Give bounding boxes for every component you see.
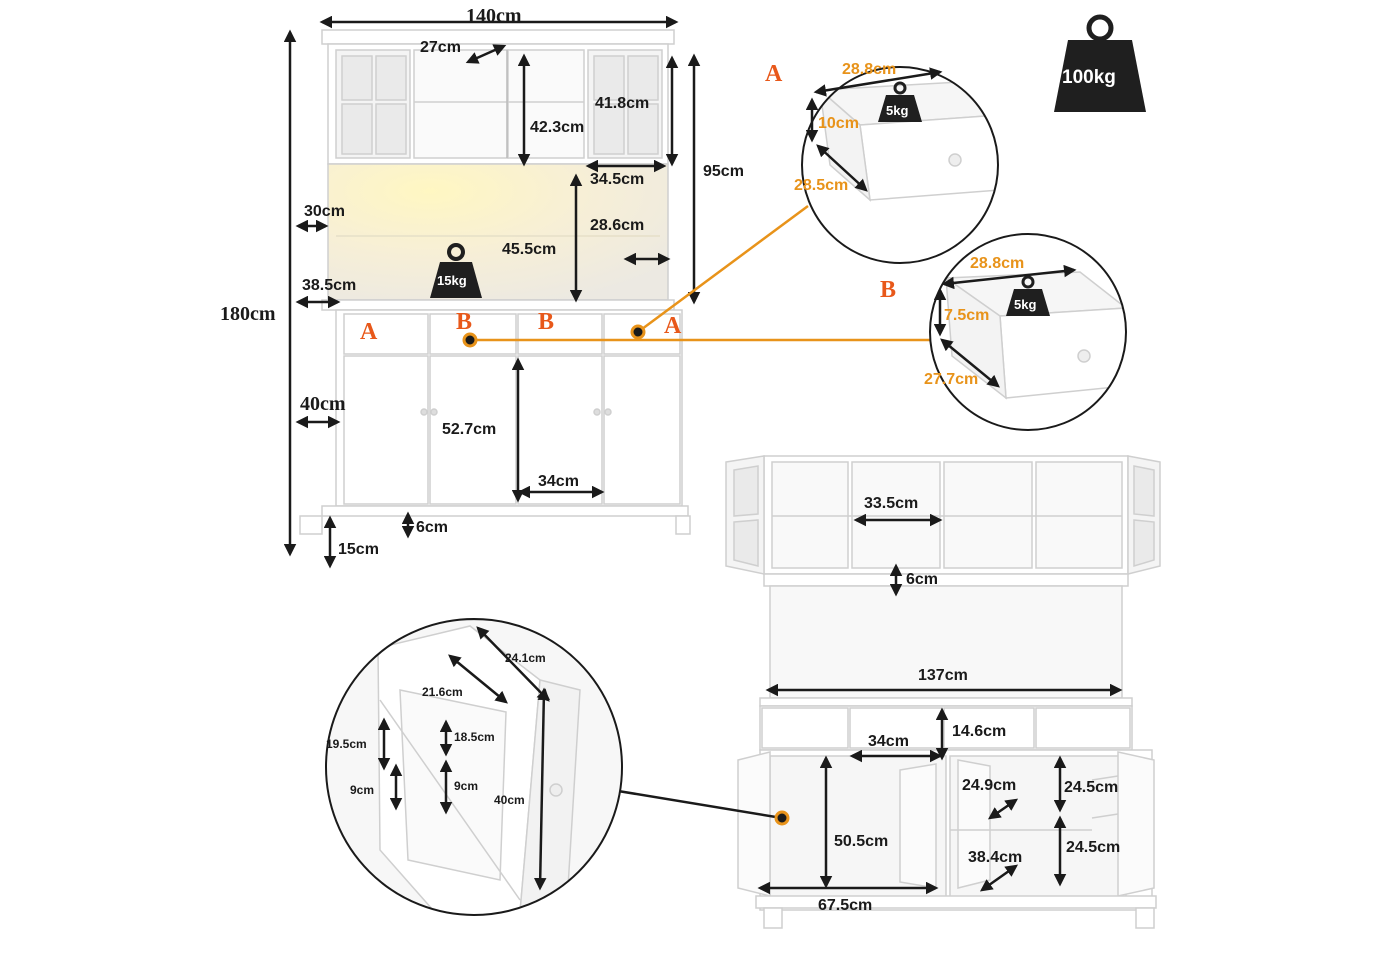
- counter-depth-label: 38.5cm: [302, 277, 357, 294]
- weight-100kg-icon: [1054, 14, 1146, 112]
- rack-door-height-label: 40cm: [494, 793, 525, 807]
- total-load-label: 100kg: [1062, 67, 1116, 88]
- rack-gap-inner-label: 9cm: [454, 779, 479, 793]
- inner-width-label: 137cm: [918, 667, 968, 684]
- weight-15kg-icon: [430, 243, 482, 298]
- drawer-a-depth-label: 28.5cm: [794, 177, 849, 194]
- shelf-depth-right-label: 24.9cm: [962, 777, 1017, 794]
- open-shelf-height-label: 45.5cm: [502, 241, 557, 258]
- total-width-label: 140cm: [466, 5, 522, 27]
- drawer-b-width-label: 28.8cm: [970, 255, 1025, 272]
- weight-5kg-icon-b: [1006, 275, 1050, 316]
- drawer-b-pin: [462, 332, 478, 348]
- base-depth-label: 40cm: [300, 393, 346, 415]
- drawer-a-pin: [630, 324, 646, 340]
- glass-door-height-label: 41.8cm: [595, 95, 650, 112]
- main-dimension-arrows: [283, 15, 701, 569]
- drawer-a-detail: [801, 66, 999, 264]
- shelf-gap-bottom-label: 24.5cm: [1066, 839, 1121, 856]
- cell-width-label: 33.5cm: [864, 495, 919, 512]
- drawer-b-depth-label: 27.7cm: [924, 371, 979, 388]
- rack-depth-label: 24.1cm: [505, 651, 546, 665]
- shelf-width-right-label: 38.4cm: [968, 849, 1023, 866]
- rack-connector-line: [611, 788, 783, 820]
- inner-height-label: 50.5cm: [834, 833, 889, 850]
- drawer-height-label: 14.6cm: [952, 723, 1007, 740]
- total-height-label: 180cm: [220, 303, 276, 325]
- glass-door-width-label: 34.5cm: [590, 171, 645, 188]
- drawer-tag-4: A: [664, 313, 682, 339]
- main-cabinet: [299, 29, 691, 535]
- upper-unit-height-label: 95cm: [703, 163, 744, 180]
- drawer-b-detail: [929, 233, 1127, 431]
- drawer-tag-1: A: [360, 319, 378, 345]
- weight-5kg-icon-a: [878, 81, 922, 122]
- rack-detail: [325, 618, 623, 916]
- drawer-a-width-label: 28.8cm: [842, 61, 897, 78]
- rack-gap-outer-label: 9cm: [350, 783, 375, 797]
- rack-shelf-outer-label: 19.5cm: [326, 737, 367, 751]
- door-height-label: 52.7cm: [442, 421, 497, 438]
- gap-label: 6cm: [906, 571, 939, 588]
- top-cabinet-height-label: 42.3cm: [530, 119, 585, 136]
- connector-lines: [470, 204, 934, 342]
- drawer-a-tag: A: [765, 61, 783, 87]
- drawer-a-height-label: 10cm: [818, 115, 859, 132]
- drawer-b-height-label: 7.5cm: [944, 307, 990, 324]
- drawer-tag-3: B: [538, 309, 555, 335]
- drawer-b-load-label: 5kg: [1014, 297, 1037, 312]
- door-width-label: 34cm: [538, 473, 579, 490]
- rack-pin: [774, 810, 790, 826]
- leg-gap-label: 6cm: [416, 519, 449, 536]
- inner-width-left-label: 67.5cm: [818, 897, 873, 914]
- drawer-tag-2: B: [456, 309, 473, 335]
- drawer-width-label: 34cm: [868, 733, 909, 750]
- open-dimension-arrows: [757, 513, 1123, 895]
- drawer-b-tag: B: [880, 277, 897, 303]
- rack-shelf-inner-label: 18.5cm: [454, 730, 495, 744]
- open-cabinet: [725, 455, 1161, 929]
- shelf-gap-top-label: 24.5cm: [1064, 779, 1119, 796]
- leg-height-label: 15cm: [338, 541, 379, 558]
- side-depth-upper-label: 30cm: [304, 203, 345, 220]
- rack-width-label: 21.6cm: [422, 685, 463, 699]
- drawer-a-load-label: 5kg: [886, 103, 909, 118]
- top-cell-width-label: 27cm: [420, 39, 461, 56]
- shelf-load-label: 15kg: [437, 273, 467, 288]
- open-shelf-depth-label: 28.6cm: [590, 217, 645, 234]
